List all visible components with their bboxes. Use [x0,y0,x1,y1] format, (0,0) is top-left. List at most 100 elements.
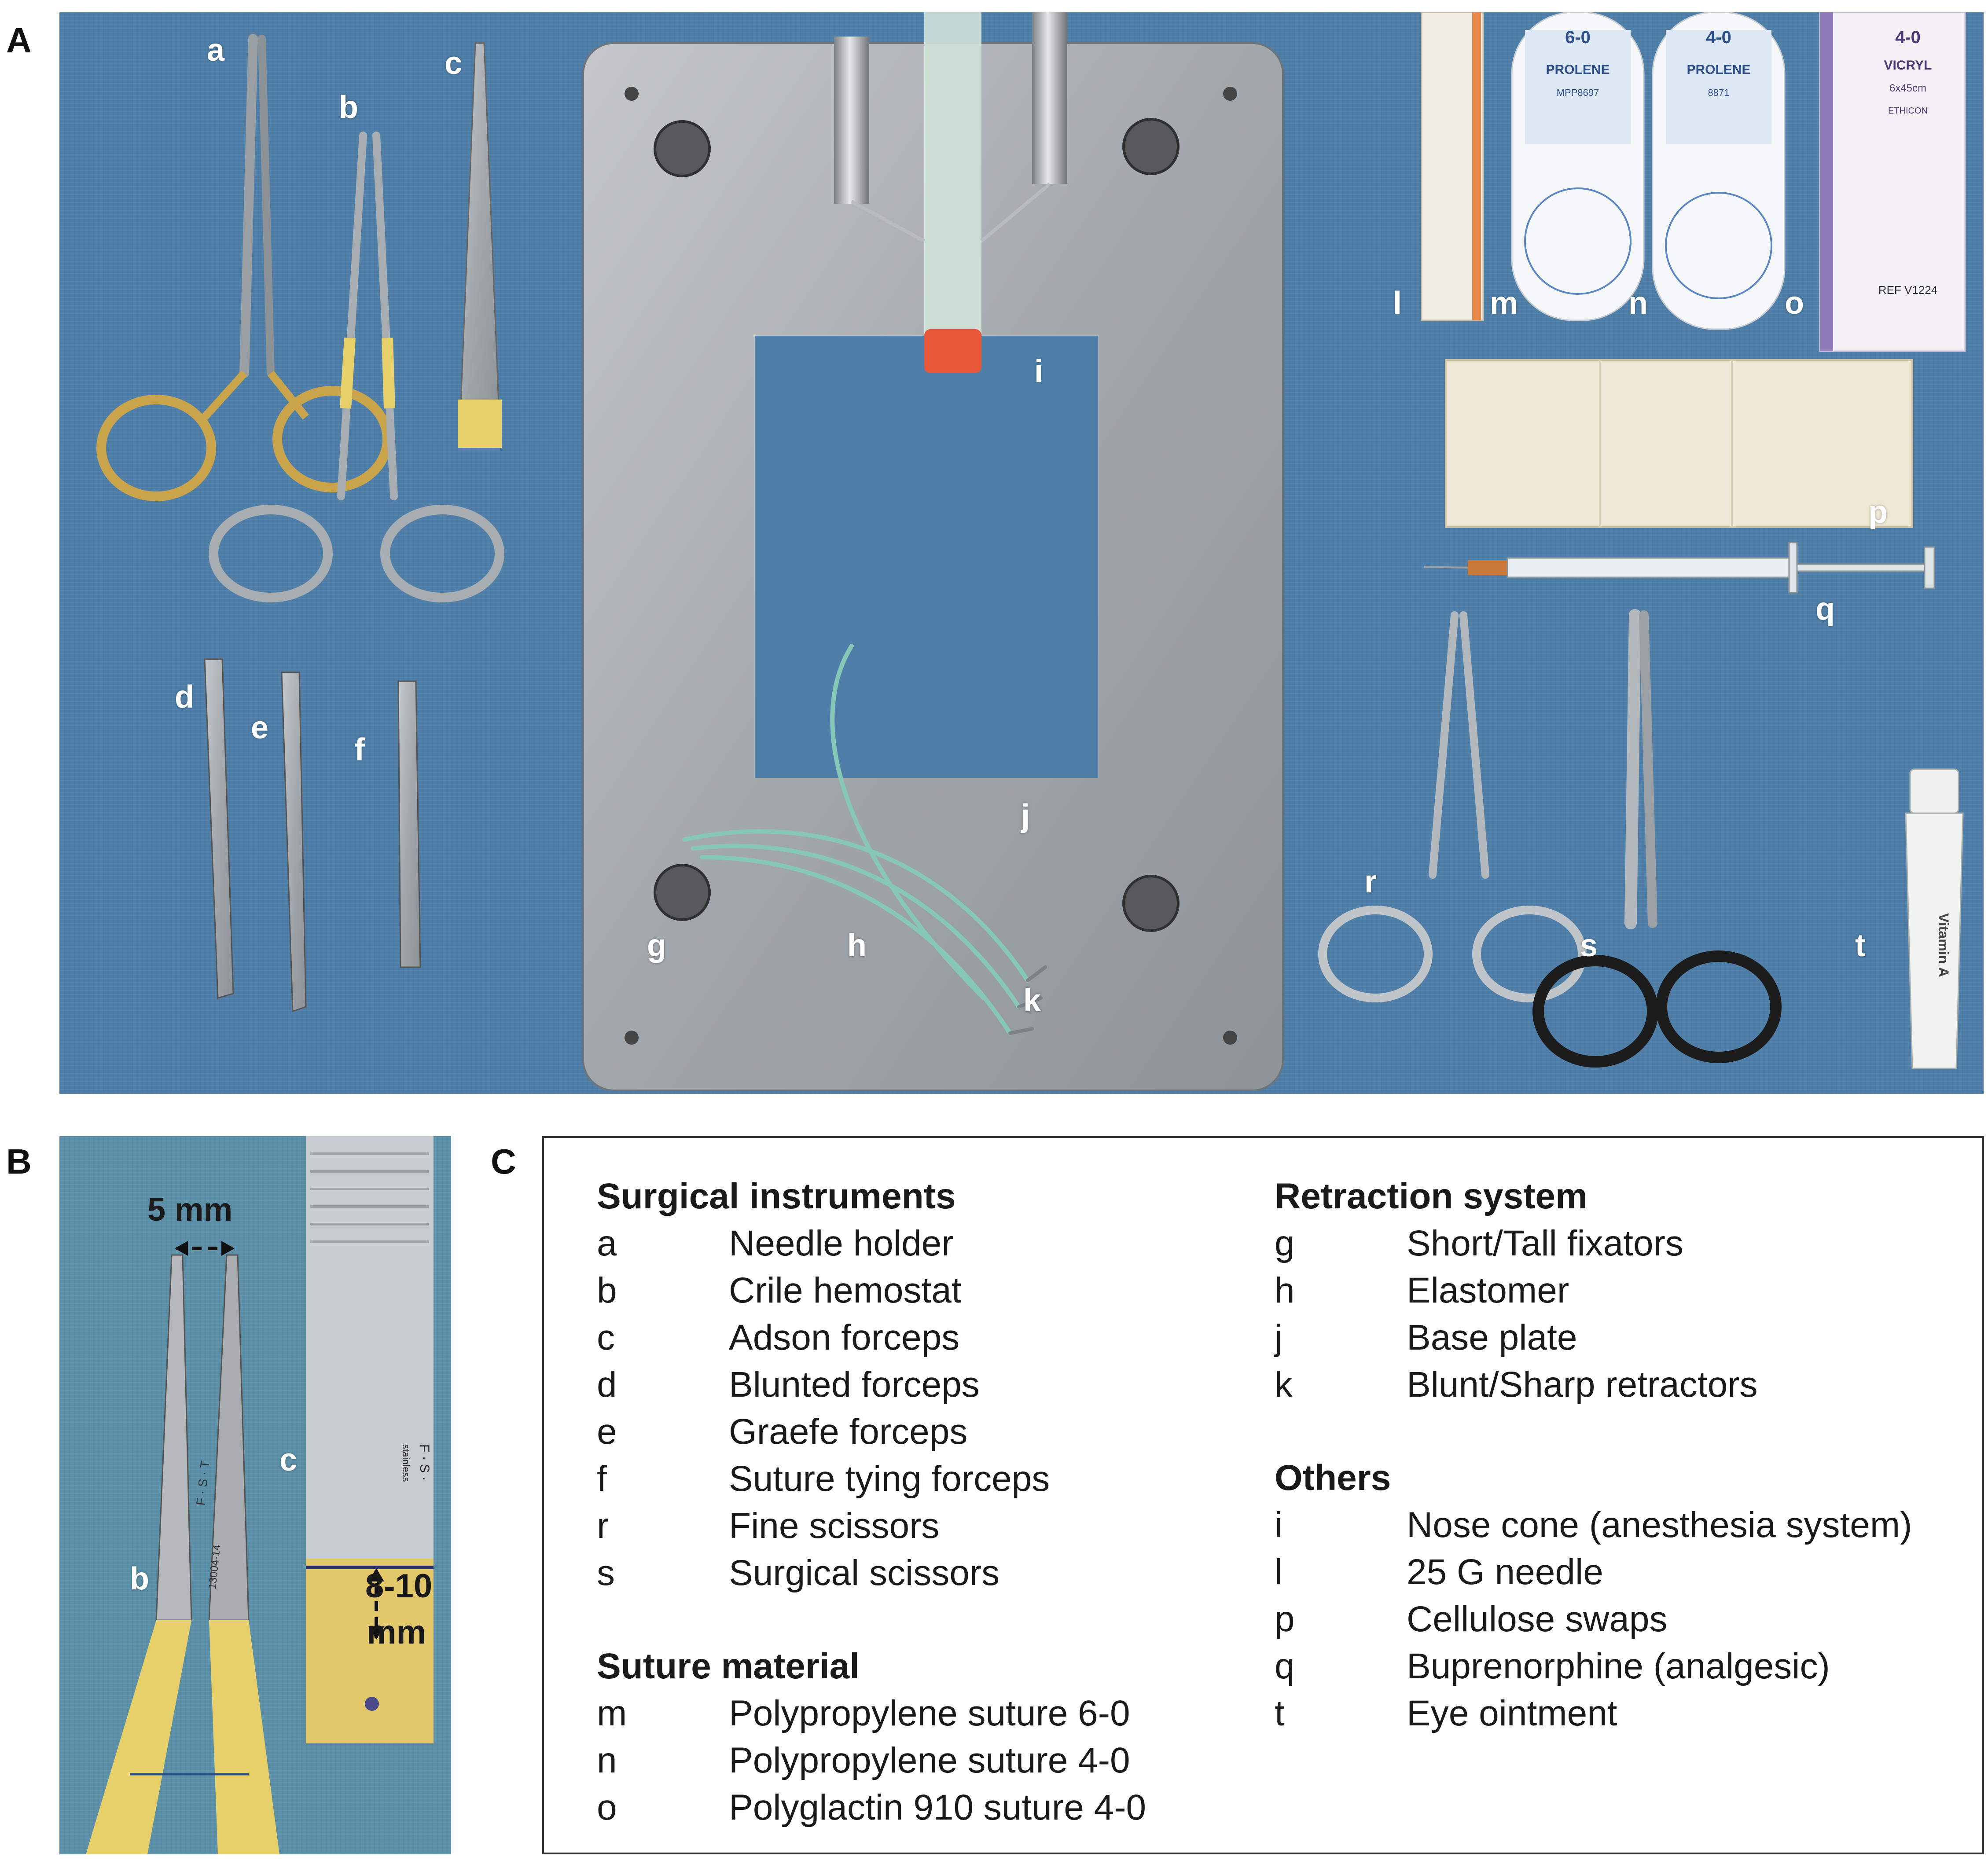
graefe-forceps-e [281,671,307,1013]
legend-label: Blunted forceps [729,1365,980,1405]
tip-closeup-illustration: F · S · T 13004-14 F · S · stainless [86,1136,434,1854]
legend-title-surgical: Surgical instruments [597,1176,956,1216]
legend-label: Buprenorphine (analgesic) [1407,1646,1830,1686]
legend-key: o [597,1787,617,1827]
vicryl-o-maker: ETHICON [1888,106,1928,116]
legend-row-j: j Base plate [1275,1314,1912,1361]
label-p: p [1868,495,1888,530]
panel-letter-a: A [6,21,32,60]
needle-holder-a [96,34,392,501]
surgical-scissors-s [1532,609,1782,1068]
prolene-n-size: 4-0 [1706,28,1731,47]
legend-label: Short/Tall fixators [1407,1223,1683,1263]
legend-key: i [1275,1505,1283,1545]
prolene-m-brand: PROLENE [1546,62,1610,77]
prolene-pack-n: 4-0 PROLENE 8871 [1652,12,1786,330]
legend-row-q: q Buprenorphine (analgesic) [1275,1643,1912,1690]
legend-key: k [1275,1365,1293,1405]
vicryl-o-dims: 6x45cm [1889,82,1926,94]
label-k: k [1023,983,1041,1018]
legend-label: Nose cone (anesthesia system) [1407,1505,1912,1545]
legend-label: Surgical scissors [729,1553,1000,1593]
legend-row-s: s Surgical scissors [597,1549,1146,1596]
fine-scissors-r [1318,611,1587,1002]
vicryl-o-ref: REF V1224 [1878,283,1937,297]
nose-cone-i [834,12,1067,373]
vicryl-o-size: 4-0 [1895,28,1921,47]
label-h: h [847,928,867,963]
legend-key: n [597,1740,617,1780]
legend-label: Cellulose swaps [1407,1599,1668,1639]
legend-label: Polypropylene suture 6-0 [729,1693,1130,1733]
measure-depth-line2: mm [367,1614,426,1651]
legend-row-d: d Blunted forceps [597,1361,1146,1408]
cellulose-swaps-p [1445,359,1913,528]
legend-key: b [597,1270,617,1310]
legend-row-b: b Crile hemostat [597,1267,1146,1314]
prolene-pack-m: 6-0 PROLENE MPP8697 [1511,12,1645,321]
label-g: g [647,928,666,963]
legend-title-suture: Suture material [597,1646,860,1686]
legend-key: d [597,1365,617,1405]
blunted-forceps-d [204,658,234,999]
retractors-k [1008,965,1047,1035]
legend-key: g [1275,1223,1295,1263]
legend-key: l [1275,1552,1283,1592]
legend-key: t [1275,1693,1285,1733]
legend-row-g: g Short/Tall fixators [1275,1220,1912,1267]
legend-key: r [597,1506,609,1546]
prolene-m-size: 6-0 [1565,28,1591,47]
legend-title-retraction: Retraction system [1275,1176,1587,1216]
legend-key: j [1275,1317,1283,1358]
label-b-closeup: b [130,1561,149,1596]
label-r: r [1364,864,1377,899]
syringe-q [1423,542,1935,594]
legend-list-others: i Nose cone (anesthesia system) l 25 G need… [1275,1501,1912,1737]
engraving-fst: F · S · T [194,1460,212,1506]
label-c-closeup: c [279,1442,298,1478]
legend-row-i: i Nose cone (anesthesia system) [1275,1501,1912,1548]
legend-row-k: k Blunt/Sharp retractors [1275,1361,1912,1408]
vicryl-o-brand: VICRYL [1884,58,1932,73]
legend-label: Blunt/Sharp retractors [1407,1365,1758,1405]
legend-label: Base plate [1407,1317,1577,1358]
legend-key: q [1275,1646,1295,1686]
crile-hemostat-b [209,132,504,602]
measure-width: 5 mm [147,1191,233,1228]
adson-forceps-c [458,42,502,448]
legend-key: s [597,1553,615,1593]
legend-label: 25 G needle [1407,1552,1603,1592]
panel-letter-c: C [491,1142,516,1181]
photo-instrument-layout: 6-0 PROLENE MPP8697 4-0 PROLENE 8871 4-0… [59,12,1984,1094]
eye-ointment-name: Vitamin A [1936,913,1951,977]
base-plate-j [582,42,1284,1091]
legend-label: Crile hemostat [729,1270,962,1310]
vicryl-pack-o: 4-0 VICRYL 6x45cm ETHICON REF V1224 [1819,12,1966,352]
legend-label: Graefe forceps [729,1412,968,1452]
label-q: q [1815,591,1835,627]
label-m: m [1490,286,1518,321]
legend-row-n: n Polypropylene suture 4-0 [597,1737,1146,1784]
legend-key: h [1275,1270,1295,1310]
legend-title-others: Others [1275,1458,1391,1498]
legend-label: Adson forceps [729,1317,960,1358]
label-n: n [1628,286,1648,321]
prolene-n-code: 8871 [1708,87,1730,98]
legend-key: a [597,1223,617,1263]
label-d: d [175,679,194,715]
prolene-m-code: MPP8697 [1557,87,1599,98]
legend-label: Polypropylene suture 4-0 [729,1740,1130,1780]
label-o: o [1785,286,1804,321]
prolene-n-brand: PROLENE [1687,62,1750,77]
label-f: f [354,732,365,767]
label-e: e [251,710,269,745]
